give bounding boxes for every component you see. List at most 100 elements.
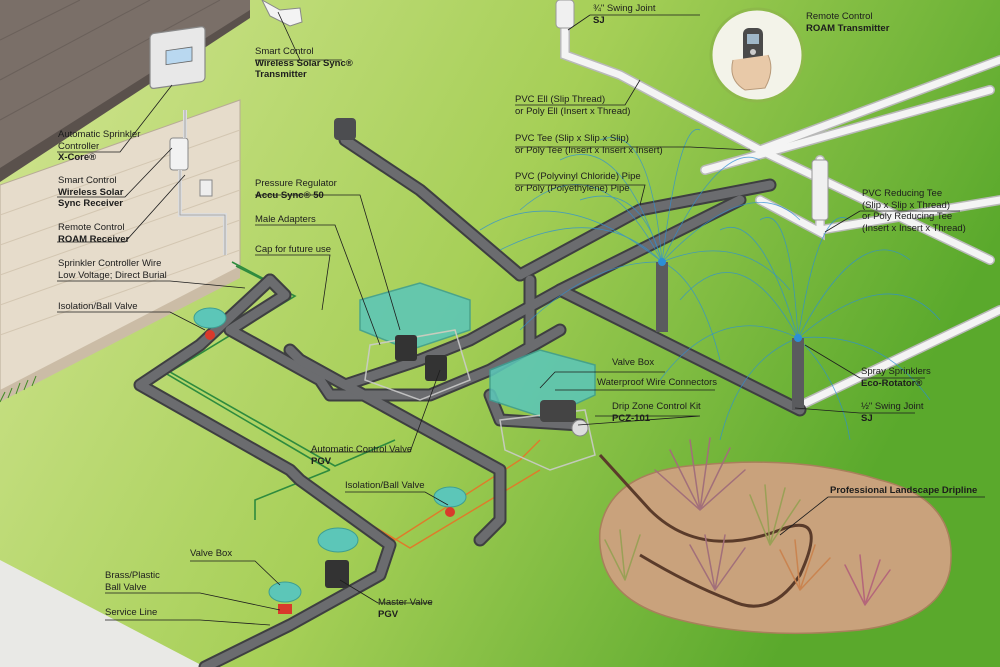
label-text: Drip Zone Control Kit: [612, 401, 701, 412]
label-text: Transmitter: [255, 69, 307, 80]
sidewalk: [0, 560, 205, 667]
valve-pgv-2: [425, 355, 447, 381]
label-swing-joint-12: ½" Swing Joint SJ: [861, 401, 924, 424]
label-text: Automatic Sprinkler: [58, 129, 141, 140]
house-siding: [0, 129, 241, 336]
label-text: Waterproof Wire Connectors: [597, 377, 718, 388]
label-master-valve: Master Valve PGV: [378, 597, 433, 620]
label-text: or Poly Tee (Insert x Insert x Insert): [515, 144, 663, 156]
valve-pgv-1: [395, 335, 417, 361]
ball-valve-red-2: [445, 507, 455, 517]
label-text: PGV: [311, 455, 332, 467]
label-pvc-tee: PVC Tee (Slip x Slip x Slip) or Poly Tee…: [515, 133, 663, 156]
label-text: ½" Swing Joint: [861, 401, 924, 412]
label-text: (Slip x Slip x Thread): [862, 199, 950, 211]
label-text: Master Valve: [378, 597, 433, 608]
wall-grass: [0, 375, 37, 403]
label-text: or Poly Ell (Insert x Thread): [515, 105, 631, 117]
label-text: Isolation/Ball Valve: [345, 480, 425, 491]
label-text: PCZ-101: [612, 412, 651, 424]
spray-head-right: [792, 338, 804, 410]
rotor-head: [334, 118, 356, 140]
label-valve-box-2: Valve Box: [190, 548, 232, 560]
label-pvc-pipe: PVC (Polyvinyl Chloride) Pipe or Poly (P…: [515, 171, 641, 194]
label-text: Brass/Plastic: [105, 570, 160, 581]
spray-left: [479, 128, 801, 361]
label-spray-sprinklers: Spray Sprinklers Eco-Rotator®: [861, 366, 931, 389]
label-male-adapters: Male Adapters: [255, 214, 316, 226]
label-text: Ball Valve: [105, 581, 147, 593]
sprinkler-head-top: [555, 0, 575, 29]
label-text: Pressure Regulator: [255, 178, 337, 189]
spray-head-left: [656, 262, 668, 332]
label-text: (Insert x Insert x Thread): [862, 222, 966, 234]
main-pipes: [133, 133, 807, 667]
ball-valve-red-1: [205, 330, 215, 340]
label-remote-receiver: Remote Control ROAM Receiver: [58, 222, 129, 245]
label-pvc-ell: PVC Ell (Slip Thread) or Poly Ell (Inser…: [515, 94, 630, 117]
label-text: Spray Sprinklers: [861, 366, 931, 377]
label-text: Sprinkler Controller Wire: [58, 258, 162, 269]
house-foundation: [0, 266, 240, 402]
label-text: Valve Box: [190, 548, 233, 559]
label-text: ROAM Receiver: [58, 233, 130, 245]
valve-box-round-4: [268, 581, 302, 603]
dripline-tube: [598, 453, 813, 608]
label-smart-control-receiver: Smart Control Wireless Solar Sync Receiv…: [58, 175, 123, 210]
label-pressure-regulator: Pressure Regulator Accu Sync® 50: [255, 178, 337, 201]
label-text: SJ: [861, 412, 873, 424]
label-dripline: Professional Landscape Dripline: [830, 485, 977, 497]
label-text: X-Core®: [58, 152, 97, 163]
label-text: ¾" Swing Joint: [593, 3, 656, 14]
label-controller: Automatic Sprinkler Controller X-Core®: [58, 129, 140, 164]
label-text: Smart Control: [58, 175, 117, 186]
label-text: or Poly (Polyethylene) Pipe: [515, 182, 630, 194]
label-text: Isolation/Ball Valve: [58, 301, 138, 312]
label-text: Sync Receiver: [58, 198, 123, 209]
label-text: Wireless Solar Sync®: [255, 57, 353, 69]
valve-box-round-3: [317, 527, 359, 553]
label-swing-joint-34: ¾" Swing Joint SJ: [593, 3, 656, 26]
sprinkler-head-reducing: [811, 159, 829, 221]
drip-kit-body: [540, 400, 576, 422]
label-wire-connectors: Waterproof Wire Connectors: [597, 377, 717, 389]
label-service-line: Service Line: [105, 607, 157, 619]
label-text: Professional Landscape Dripline: [830, 485, 978, 496]
label-text: PVC (Polyvinyl Chloride) Pipe: [515, 171, 641, 182]
label-drip-kit: Drip Zone Control Kit PCZ-101: [612, 401, 701, 424]
label-text: Wireless Solar: [58, 186, 124, 198]
valve-box-large: [359, 282, 471, 401]
label-cap: Cap for future use: [255, 244, 331, 256]
label-isolation-valve-1: Isolation/Ball Valve: [58, 301, 138, 313]
label-auto-valve: Automatic Control Valve PGV: [311, 444, 412, 467]
label-text: Remote Control: [58, 222, 125, 233]
label-text: Remote Control: [806, 11, 873, 22]
label-smart-control-transmitter: Smart Control Wireless Solar Sync® Trans…: [255, 46, 353, 81]
label-text: ROAM Transmitter: [806, 22, 890, 34]
label-text: PGV: [378, 608, 399, 620]
label-text: or Poly Reducing Tee: [862, 211, 953, 222]
master-valve-body: [325, 560, 349, 588]
label-reducing-tee: PVC Reducing Tee (Slip x Slip x Thread) …: [862, 188, 966, 234]
outlet: [199, 179, 213, 197]
label-text: Accu Sync® 50: [255, 189, 324, 201]
label-text: SJ: [593, 14, 605, 26]
pvc-laterals: [560, 20, 1000, 413]
label-text: Valve Box: [612, 357, 655, 368]
leader-lines: [57, 11, 985, 626]
grass-plants: [604, 437, 891, 606]
valve-box-round-2: [433, 486, 467, 508]
label-valve-box-1: Valve Box: [612, 357, 654, 369]
spray-right: [659, 217, 941, 441]
label-text: Cap for future use: [255, 244, 332, 255]
label-text: Male Adapters: [255, 214, 316, 225]
label-text: PVC Ell (Slip Thread): [515, 94, 606, 105]
label-text: Smart Control: [255, 46, 314, 57]
valve-box-round-1: [193, 307, 227, 329]
label-text: Automatic Control Valve: [311, 444, 413, 455]
label-text: Eco-Rotator®: [861, 377, 923, 389]
label-remote-transmitter: Remote Control ROAM Transmitter: [806, 11, 889, 34]
label-isolation-valve-2: Isolation/Ball Valve: [345, 480, 425, 492]
